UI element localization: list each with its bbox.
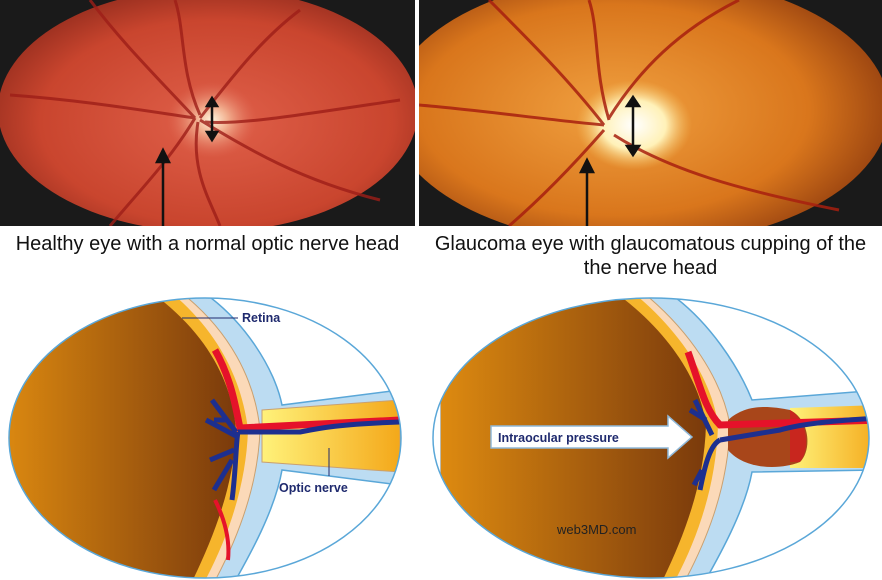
retina-label: Retina [242,311,281,325]
healthy-eye-caption: Healthy eye with a normal optic nerve he… [15,233,400,255]
healthy-fundus-image [0,0,415,226]
pressure-arrow-icon [490,414,694,460]
intraocular-pressure-label: Intraocular pressure [498,431,619,445]
glaucoma-fundus-image [419,0,882,226]
watermark: web3MD.com [556,522,636,537]
glaucoma-fundus-photo [419,0,882,226]
healthy-cross-section [9,298,401,578]
healthy-fundus-photo [0,0,415,226]
optic-nerve-label: Optic nerve [279,481,348,495]
glaucoma-eye-caption: Glaucoma eye with glaucomatous cupping o… [434,233,867,279]
